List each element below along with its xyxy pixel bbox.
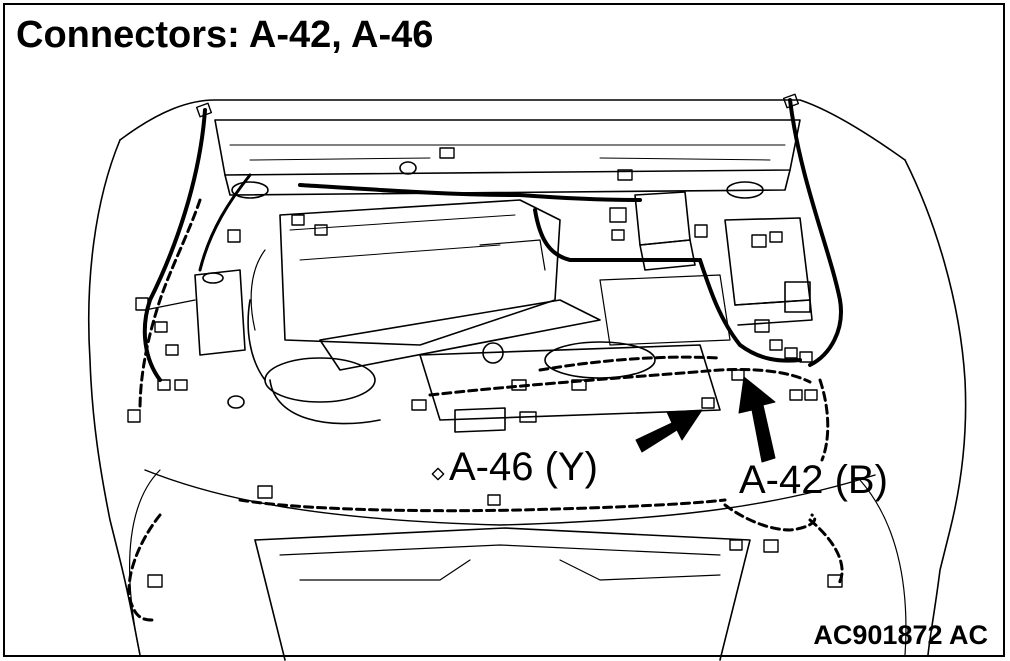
washer-reservoir	[144, 269, 246, 409]
wiring-harness	[142, 98, 843, 382]
callout-a42-label: A-42 (B)	[739, 458, 888, 502]
callout-arrows	[635, 376, 776, 463]
connector-icons	[127, 93, 843, 588]
callout-a46-label: A-46 (Y)	[449, 445, 598, 489]
car-body-outline	[87, 99, 967, 661]
dashed-harness	[127, 198, 844, 622]
reference-code: AC901872 AC	[813, 620, 988, 650]
battery-and-fuse-box	[599, 191, 813, 346]
diagram-title: Connectors: A-42, A-46	[16, 14, 434, 56]
arrow-a42-icon	[738, 376, 776, 463]
engine-cover	[247, 199, 601, 425]
arrow-a46-icon	[635, 409, 703, 453]
diagram-frame	[3, 3, 1005, 657]
cowl-panel	[214, 119, 801, 199]
